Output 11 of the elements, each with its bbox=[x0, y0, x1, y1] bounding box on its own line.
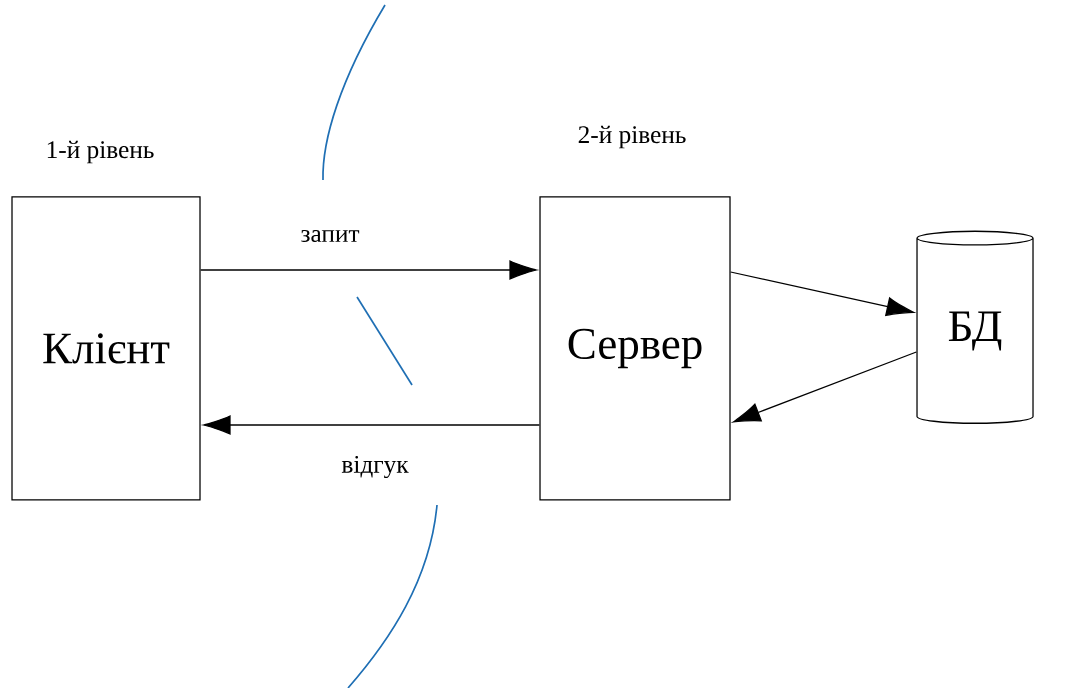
arrow bbox=[200, 260, 538, 280]
edge-label: відгук bbox=[340, 454, 410, 480]
arrow bbox=[732, 351, 917, 423]
arrow bbox=[202, 415, 540, 435]
process-box: Сервер bbox=[539, 196, 731, 501]
tier-label: 2-й рівень bbox=[578, 125, 686, 149]
arrow bbox=[730, 271, 915, 317]
process-box: Клієнт bbox=[11, 196, 201, 501]
tier-label: 1-й рівень bbox=[47, 140, 154, 164]
edge-label: запит bbox=[299, 228, 361, 244]
database-cylinder: БД bbox=[916, 230, 1034, 424]
